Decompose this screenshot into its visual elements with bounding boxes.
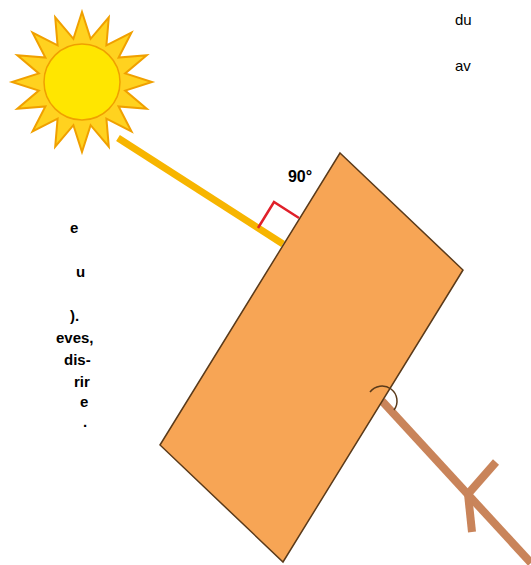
- cropped-text: e: [80, 394, 88, 411]
- angle-label: 90°: [288, 168, 312, 186]
- sun-symbol: [12, 12, 152, 152]
- cropped-text: eves,: [56, 330, 94, 347]
- cropped-text: av: [455, 58, 471, 75]
- cropped-text: dis-: [64, 352, 91, 369]
- leaf-rectangle: [160, 153, 463, 562]
- cropped-text: ).: [70, 308, 79, 325]
- cropped-text: .: [83, 414, 87, 431]
- cropped-text: u: [76, 264, 85, 281]
- cropped-text: du: [455, 12, 472, 29]
- cropped-text: e: [70, 220, 78, 237]
- angle-arc: [370, 386, 397, 410]
- right-angle-marker: [258, 202, 299, 228]
- cropped-text: rir: [74, 374, 90, 391]
- stem-branch: [382, 401, 531, 563]
